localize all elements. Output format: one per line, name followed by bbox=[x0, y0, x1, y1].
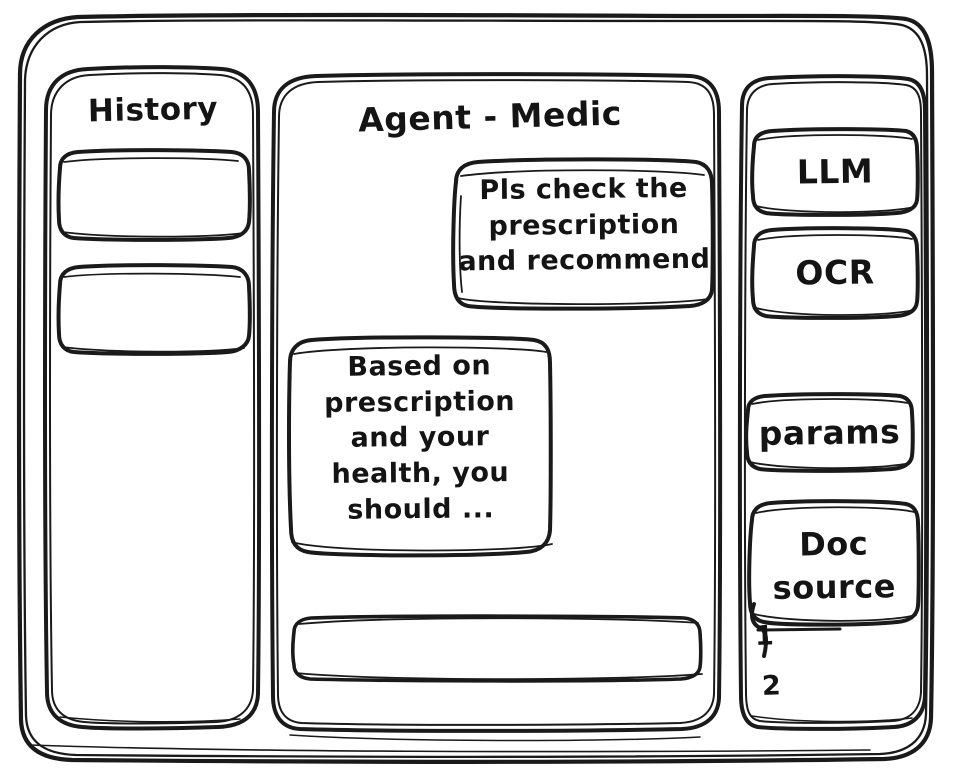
tool-button-params-label: params bbox=[758, 412, 901, 453]
history-item-2-outline bbox=[56, 263, 252, 356]
assistant-message-text: Based on prescription and your health, y… bbox=[324, 350, 516, 526]
user-message-bubble-outline bbox=[451, 157, 715, 311]
params-button-outline bbox=[744, 392, 915, 473]
tool-button-llm-label: LLM bbox=[796, 151, 874, 192]
history-panel-outline bbox=[43, 65, 262, 731]
history-panel-title: History bbox=[87, 90, 219, 130]
history-item-2[interactable] bbox=[59, 267, 249, 353]
composer-input-outline bbox=[291, 614, 703, 683]
tools-panel-outline bbox=[737, 74, 929, 731]
doc-source-item-2[interactable]: 2 bbox=[761, 670, 782, 703]
doc-source-item-1[interactable]: 1 bbox=[754, 620, 775, 653]
user-message-text: Pls check the prescription and recommend bbox=[458, 172, 711, 278]
composer-input[interactable] bbox=[294, 618, 700, 679]
history-item-1[interactable] bbox=[59, 152, 249, 240]
tool-button-llm[interactable]: LLM bbox=[753, 131, 917, 213]
doc-source-connector bbox=[750, 602, 842, 658]
tool-button-ocr-label: OCR bbox=[795, 252, 875, 293]
tool-button-doc-source[interactable]: Doc source bbox=[750, 503, 918, 622]
ocr-button-outline bbox=[750, 226, 920, 320]
llm-button-outline bbox=[750, 127, 920, 217]
assistant-message-bubble-outline bbox=[287, 335, 553, 558]
history-item-1-outline bbox=[56, 148, 252, 242]
tool-button-ocr[interactable]: OCR bbox=[753, 230, 917, 316]
main-panel-outline bbox=[269, 72, 723, 742]
tool-button-params[interactable]: params bbox=[747, 396, 912, 469]
tool-button-doc-source-label: Doc source bbox=[772, 524, 897, 608]
